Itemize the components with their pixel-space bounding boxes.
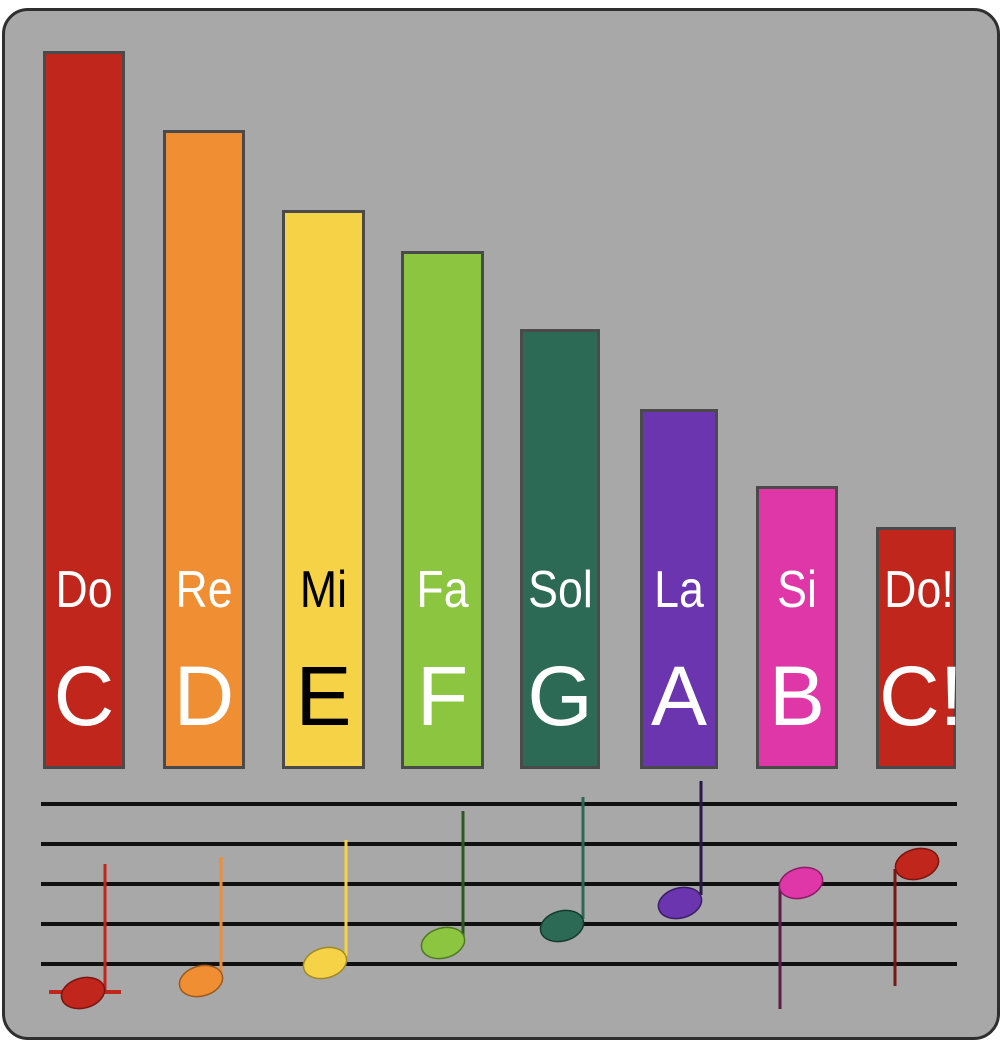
bar-letter-label: B [768,649,826,743]
bar-letter-label: A [650,649,708,743]
bar-f[interactable]: Fa F [401,251,484,769]
bar-solfege-label: La [654,561,704,619]
bar-solfege-label: Si [777,561,817,619]
bar-letter-label: F [416,649,469,743]
note-g [539,797,585,943]
bar-g[interactable]: Sol G [520,329,600,769]
bar-solfege-label: Fa [416,561,469,619]
bar-a[interactable]: La A [640,409,718,769]
note-f [420,811,466,960]
staff-lines [41,802,957,966]
bar-letter-label: C! [879,649,963,743]
note-d [178,857,224,998]
bar-letter-label: G [527,649,593,743]
bar-d[interactable]: Re D [163,130,245,769]
note-b [778,866,824,1009]
bar-solfege-label: Do [55,561,113,619]
bar-letter-label: C [53,649,115,743]
bar-solfege-label: Sol [528,561,593,619]
xylophone-board: Do C Re D Mi E Fa F Sol G La A Si B Do! … [2,8,1000,1040]
note-e [302,840,348,980]
bar-solfege-label: Mi [299,561,348,619]
bar-solfege-label: Do! [884,561,954,619]
bar-e[interactable]: Mi E [282,210,365,769]
note-a [657,781,703,920]
note-c [49,864,121,1010]
bar-solfege-label: Re [175,561,233,619]
bar-b[interactable]: Si B [756,486,838,769]
bar-letter-label: E [295,649,352,743]
note-c-high [893,847,940,986]
bar-letter-label: D [173,649,235,743]
bar-c-high[interactable]: Do! C! [876,527,963,769]
bar-c[interactable]: Do C [43,51,125,769]
music-staff [41,781,957,1010]
